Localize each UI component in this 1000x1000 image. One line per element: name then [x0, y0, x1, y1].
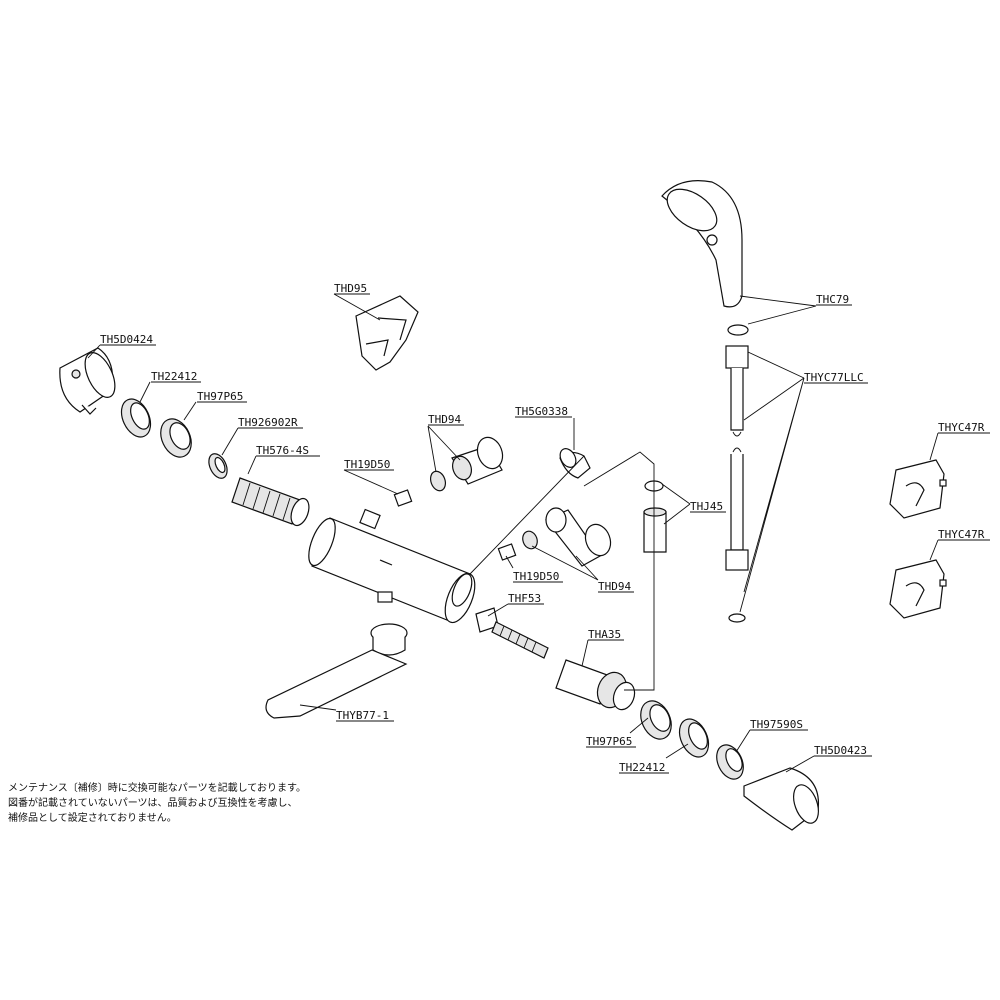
label-thd94-upper: THD94 [428, 413, 461, 426]
note-line-2: 図番が記載されていないパーツは、品質および互換性を考慮し、 [8, 798, 298, 809]
label-thd94-lower: THD94 [598, 580, 631, 593]
faucet-body [308, 508, 476, 624]
label-th22412-left: TH22412 [151, 370, 197, 383]
valve-thd94-lower [497, 507, 612, 567]
maintenance-note: メンテナンス〔補修〕時に交換可能なパーツを記載しております。 図番が記載されてい… [8, 781, 306, 826]
handle-left-part [59, 347, 116, 415]
label-thf53: THF53 [508, 592, 541, 605]
label-th22412-right: TH22412 [619, 761, 665, 774]
ring-th97p65-left [160, 418, 192, 458]
label-th97590s: TH97590S [750, 718, 803, 731]
ring-th97590s [716, 744, 744, 780]
label-th5d0423: TH5D0423 [814, 744, 867, 757]
adapter-tha35 [555, 659, 636, 711]
label-tha35: THA35 [588, 628, 621, 641]
label-underlines [100, 293, 990, 774]
nut-th22412-left [120, 398, 152, 438]
label-th97p65-left: TH97P65 [197, 390, 243, 403]
label-th5d0424: TH5D0424 [100, 333, 153, 346]
label-thyb77-1: THYB77-1 [336, 709, 389, 722]
label-th19d50-lower: TH19D50 [513, 570, 559, 583]
note-line-3: 補修品として設定されておりません。 [8, 813, 177, 824]
label-thj45: THJ45 [690, 500, 723, 513]
elbow-th5g0338 [559, 448, 591, 479]
label-th926902r: TH926902R [238, 416, 298, 429]
filter-thf53 [475, 607, 549, 659]
shower-head-thc79 [661, 180, 749, 336]
label-th19d50-upper: TH19D50 [344, 458, 390, 471]
assembly-lines [469, 451, 655, 691]
label-thd95: THD95 [334, 282, 367, 295]
label-thyc47r-lower: THYC47R [938, 528, 985, 541]
adapter-thj45 [643, 480, 667, 553]
leader-lines [87, 293, 939, 773]
label-th5g0338: TH5G0338 [515, 405, 568, 418]
label-thyc47r-upper: THYC47R [938, 421, 985, 434]
ring-th97p65-right [640, 700, 672, 740]
spout-part [265, 623, 408, 719]
label-th576-4s: TH576-4S [256, 444, 309, 457]
note-line-1: メンテナンス〔補修〕時に交換可能なパーツを記載しております。 [8, 783, 306, 794]
handle-right-part [743, 767, 820, 831]
label-th97p65-right: TH97P65 [586, 735, 632, 748]
clip-thd95 [355, 295, 419, 371]
holder-thyc47r-lower [889, 559, 947, 619]
cartridge-th576-4s [231, 477, 310, 527]
hose-thyc77llc [725, 345, 749, 623]
part-labels: TH5D0424 TH22412 TH97P65 TH926902R TH576… [100, 282, 985, 774]
valve-thd94-upper [393, 436, 504, 507]
label-thc79: THC79 [816, 293, 849, 306]
holder-thyc47r-upper [889, 459, 947, 519]
washer-th926902r [208, 453, 228, 479]
nut-th22412-right [678, 718, 710, 758]
label-thyc77llc: THYC77LLC [804, 371, 864, 384]
